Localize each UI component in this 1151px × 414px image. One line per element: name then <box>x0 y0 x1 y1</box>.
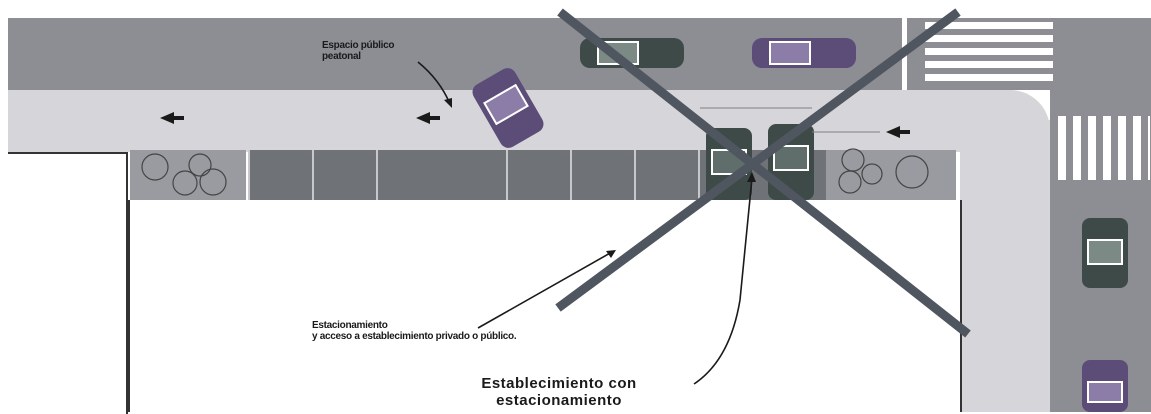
car-icon <box>472 38 1128 412</box>
label-estacionamiento-line2: y acceso a establecimiento privado o púb… <box>312 331 517 342</box>
parking-stall <box>376 150 506 200</box>
building-left <box>8 152 128 414</box>
crosswalk-right <box>1058 116 1150 180</box>
lot-area <box>128 200 962 412</box>
tree-planter-left <box>130 150 246 200</box>
crosswalk-top <box>925 22 1053 86</box>
parking-stall <box>634 150 698 200</box>
tree-planter-right <box>826 150 956 200</box>
parking-stall <box>248 150 312 200</box>
label-espacio-publico: Espacio público peatonal <box>322 40 394 62</box>
parking-stall <box>312 150 376 200</box>
label-estacionamiento-line1: Estacionamiento <box>312 320 388 331</box>
sidewalk-right <box>960 120 1050 412</box>
label-espacio-line1: Espacio público <box>322 40 395 51</box>
arrow-icon <box>160 112 910 138</box>
label-espacio-line2: peatonal <box>322 51 361 62</box>
parking-stall <box>506 150 570 200</box>
tree-icon <box>141 148 929 196</box>
label-establecimiento-line1: Establecimiento con <box>481 375 637 392</box>
cross-out-icon <box>555 8 971 338</box>
label-estacionamiento: Estacionamiento y acceso a establecimien… <box>312 320 517 342</box>
street-right <box>1050 18 1151 412</box>
label-establecimiento-line2: estacionamiento <box>496 392 622 409</box>
label-establecimiento: Establecimiento con estacionamiento <box>424 375 694 409</box>
parking-stall <box>570 150 634 200</box>
